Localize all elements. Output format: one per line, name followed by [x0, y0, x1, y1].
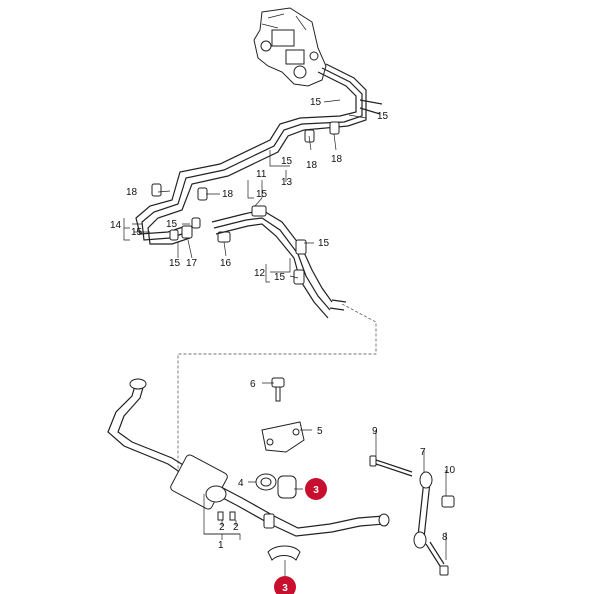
label-18-c: 18 — [126, 187, 138, 198]
label-15-a: 15 — [310, 97, 322, 108]
label-16: 16 — [220, 258, 232, 269]
nut-10 — [441, 495, 455, 508]
bush-3-upper — [277, 475, 297, 499]
label-6: 6 — [250, 379, 256, 390]
bolt-9 — [369, 455, 413, 477]
label-14: 14 — [110, 220, 122, 231]
bolt-6 — [271, 377, 285, 402]
label-15-i: 15 — [274, 272, 286, 283]
label-18-a: 18 — [306, 160, 318, 171]
badge-3-upper-text: 3 — [313, 485, 319, 496]
label-15-e: 15 — [131, 227, 143, 238]
fitting-17 — [169, 217, 201, 241]
valve-block — [253, 7, 327, 87]
label-braces — [123, 180, 270, 540]
screws-2 — [217, 511, 236, 521]
label-10: 10 — [444, 465, 456, 476]
label-4: 4 — [238, 478, 244, 489]
label-15-c: 15 — [281, 156, 293, 167]
stabilizer-bar — [107, 378, 390, 537]
label-18-b: 18 — [331, 154, 343, 165]
leader-lines — [132, 99, 447, 576]
label-1: 1 — [218, 540, 224, 551]
clip-18-b — [304, 129, 315, 143]
pressure-hoses — [211, 205, 347, 319]
label-9: 9 — [372, 426, 378, 437]
label-8: 8 — [442, 532, 448, 543]
label-2-a: 2 — [219, 522, 225, 533]
clip-18-a — [329, 121, 340, 135]
label-11: 11 — [256, 169, 267, 180]
label-15-h: 15 — [318, 238, 330, 249]
label-7: 7 — [420, 447, 426, 458]
bracket-5 — [261, 421, 305, 453]
badge-3-lower[interactable]: 3 — [274, 576, 296, 594]
label-15-d: 15 — [256, 189, 268, 200]
label-2-b: 2 — [233, 522, 239, 533]
hydraulic-lines — [135, 63, 383, 245]
badge-3-upper[interactable]: 3 — [305, 478, 327, 500]
badge-3-lower-text: 3 — [282, 583, 288, 594]
clip-18-d — [197, 187, 208, 201]
part-labels: 15 15 18 18 15 13 18 18 11 15 14 15 15 1… — [110, 97, 456, 551]
coupling-rod-7 — [413, 471, 433, 549]
bolt-8 — [425, 541, 449, 576]
clamp-4 — [255, 473, 277, 491]
clip-18-c — [151, 183, 162, 197]
label-17: 17 — [186, 258, 198, 269]
label-15-b: 15 — [377, 111, 389, 122]
label-15-g: 15 — [169, 258, 181, 269]
label-12: 12 — [254, 268, 266, 279]
label-18-d: 18 — [222, 189, 234, 200]
bush-3-lower — [267, 545, 301, 561]
label-5: 5 — [317, 426, 323, 437]
dashed-connector — [177, 303, 377, 472]
label-15-f: 15 — [166, 219, 178, 230]
label-13: 13 — [281, 177, 293, 188]
